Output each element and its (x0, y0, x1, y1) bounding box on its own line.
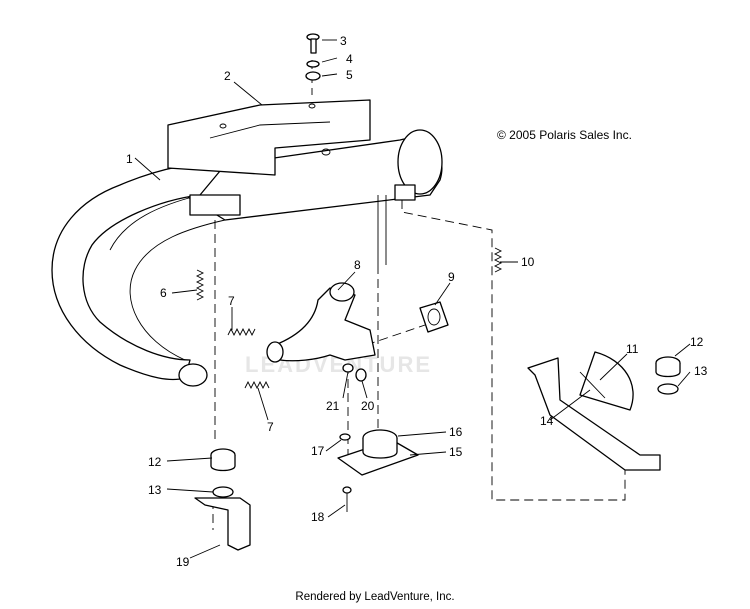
exhaust-pipe (266, 282, 376, 363)
callout-9: 9 (448, 270, 455, 284)
copyright-notice: © 2005 Polaris Sales Inc. (497, 128, 632, 142)
callout-17: 17 (311, 444, 325, 458)
heat-shield (167, 99, 371, 176)
mount-plate (337, 429, 419, 512)
callout-5: 5 (346, 68, 353, 82)
callout-4: 4 (346, 52, 353, 66)
callout-6: 6 (160, 286, 167, 300)
callout-3: 3 (340, 34, 347, 48)
callout-20: 20 (361, 399, 375, 413)
callout-19: 19 (176, 555, 190, 569)
callout-21: 21 (326, 399, 340, 413)
left-bracket (194, 448, 251, 551)
callout-15: 15 (449, 445, 463, 459)
callout-8: 8 (354, 258, 361, 272)
callout-13b: 13 (694, 364, 708, 378)
callout-1: 1 (126, 152, 133, 166)
callout-10: 10 (521, 255, 535, 269)
callout-12a: 12 (148, 455, 162, 469)
rings (342, 363, 367, 382)
leader-lines (134, 39, 691, 559)
bolt-washers (305, 33, 321, 81)
callout-12b: 12 (690, 335, 704, 349)
callout-18: 18 (311, 510, 325, 524)
callout-13a: 13 (148, 483, 162, 497)
callout-16: 16 (449, 425, 463, 439)
callout-7b: 7 (267, 420, 274, 434)
callout-14: 14 (540, 414, 554, 428)
callout-11: 11 (626, 342, 639, 356)
callout-2: 2 (224, 69, 231, 83)
callout-labels: 3 4 5 2 1 6 7 7 8 9 10 11 12 13 14 15 16… (126, 34, 708, 569)
callout-7a: 7 (228, 294, 235, 308)
right-bracket (527, 351, 681, 471)
footer-credit: Rendered by LeadVenture, Inc. (295, 591, 455, 603)
gasket (419, 301, 449, 333)
springs (195, 247, 503, 390)
muffler (51, 129, 443, 387)
